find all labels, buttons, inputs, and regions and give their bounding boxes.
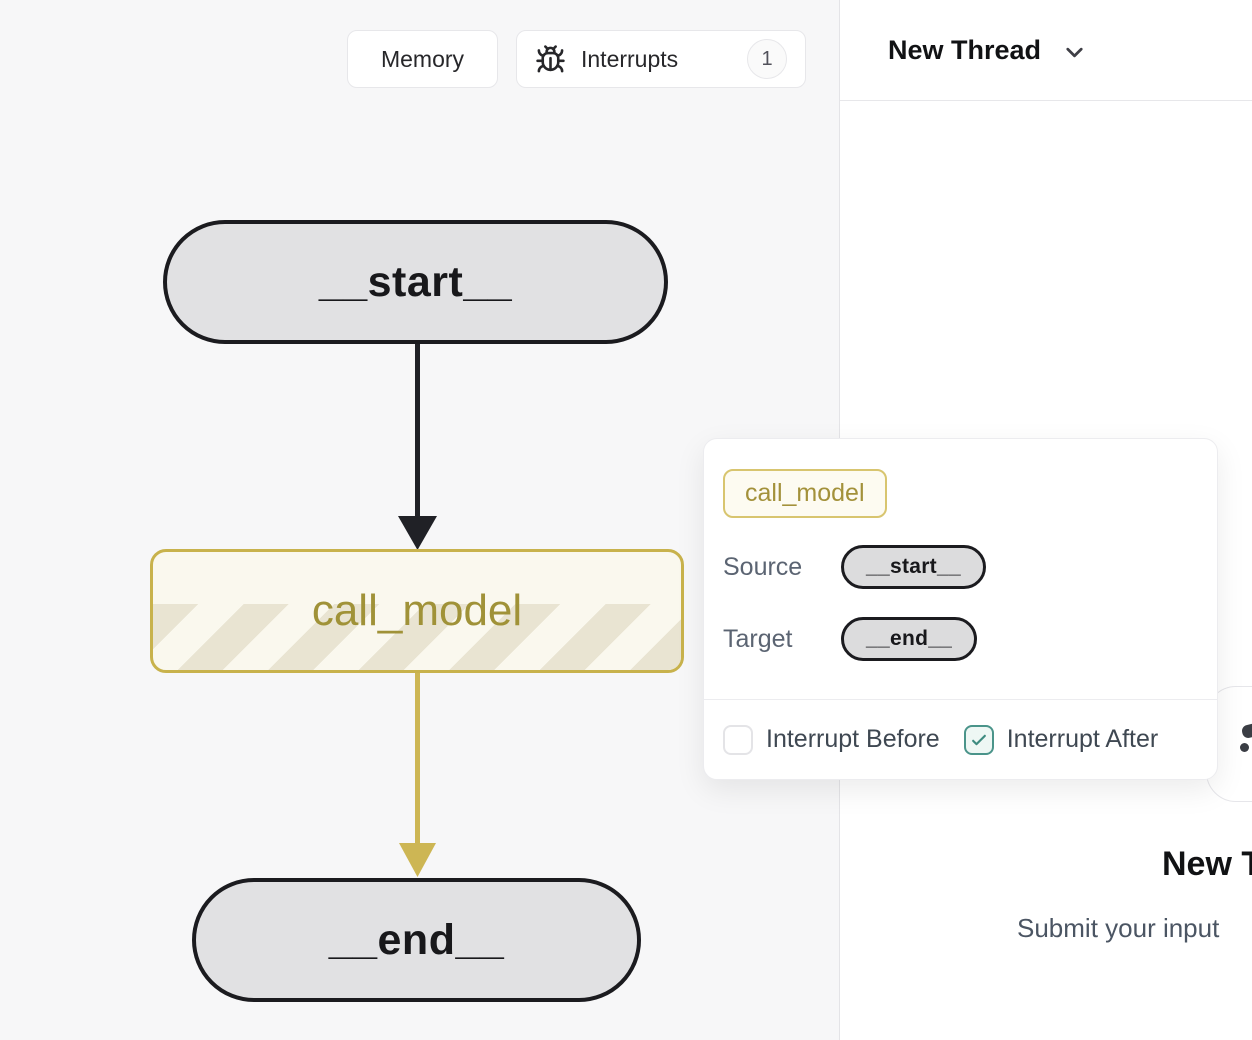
thread-selector[interactable]: New Thread [888, 34, 1042, 65]
arrowhead-black [398, 516, 437, 550]
graph-node-start[interactable]: __start__ [163, 220, 668, 344]
graph-node-call-model[interactable]: call_model [150, 549, 684, 673]
floating-action-icon-dot [1240, 743, 1249, 752]
target-value-pill: __end__ [841, 617, 978, 661]
node-start-label: __start__ [318, 257, 513, 306]
graph-canvas[interactable]: __start__ call_model __end__ Memory Inte… [0, 0, 840, 1040]
node-end-label: __end__ [328, 915, 505, 964]
node-call-model-label: call_model [311, 586, 523, 635]
empty-state-subtitle: Submit your input [1017, 913, 1220, 943]
interrupt-stripes-pattern [153, 604, 681, 670]
graph-node-end[interactable]: __end__ [192, 878, 641, 1002]
bug-icon [536, 44, 565, 72]
interrupt-before-label[interactable]: Interrupt Before [766, 725, 940, 753]
memory-button[interactable]: Memory [347, 30, 498, 88]
node-details-popover: call_model Source __start__ Target __end… [703, 438, 1218, 780]
interrupt-after-label[interactable]: Interrupt After [1006, 725, 1159, 753]
source-row: Source __start__ [723, 545, 986, 589]
graph-edges [398, 344, 437, 877]
arrowhead-gold [399, 843, 436, 877]
interrupt-before-checkbox[interactable] [723, 724, 753, 755]
empty-state-title: New Thread [1162, 845, 1252, 883]
chevron-down-icon[interactable] [1061, 39, 1088, 66]
interrupts-button-label: Interrupts [581, 45, 679, 72]
source-value-pill: __start__ [841, 545, 986, 589]
target-label: Target [723, 624, 793, 653]
interrupts-button[interactable]: Interrupts 1 [516, 30, 806, 88]
interrupt-after-checkbox[interactable] [963, 724, 994, 755]
thread-panel-header: New Thread [840, 0, 1252, 101]
target-row: Target __end__ [723, 617, 978, 661]
memory-button-label: Memory [380, 45, 465, 72]
popover-footer: Interrupt Before Interrupt After [704, 699, 1217, 779]
check-icon [971, 734, 986, 745]
popover-node-badge: call_model [723, 469, 887, 518]
source-label: Source [723, 552, 803, 581]
interrupts-count-badge: 1 [747, 39, 787, 79]
